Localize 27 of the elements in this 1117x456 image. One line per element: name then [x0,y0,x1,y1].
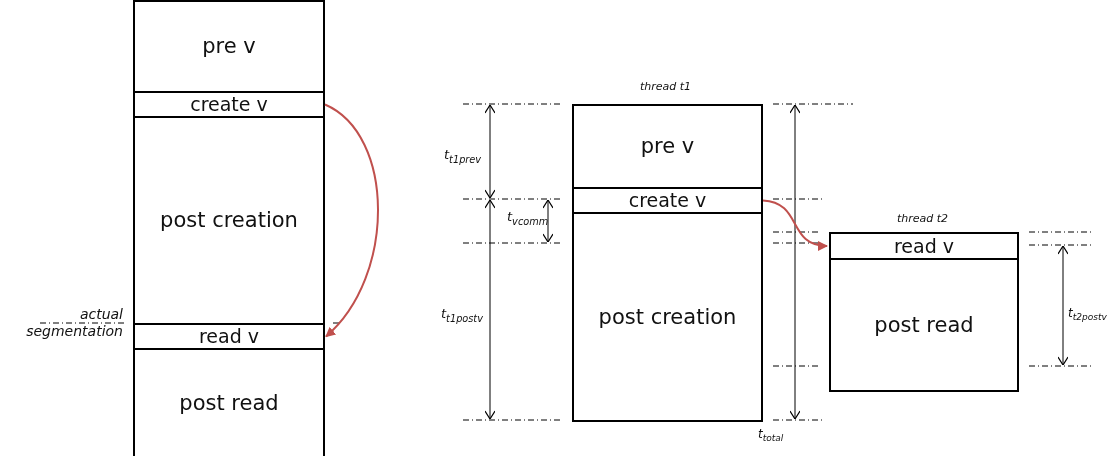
segment-label: post creation [598,306,737,328]
segment-band [572,187,763,214]
segment-label: post read [874,314,974,336]
segment-box [133,0,325,93]
segment-box [829,258,1019,392]
segment-box [133,116,325,325]
segment-label: pre v [640,136,695,157]
annotation-label: thread t1 [640,80,692,94]
annotation-label: actual segmentation [25,306,123,340]
annotation-label: t$_{vcomm}$ [507,209,549,228]
segment-label: post creation [160,210,298,231]
segment-box [133,348,325,456]
segment-label: pre v [202,36,256,57]
segment-label: post read [179,392,279,414]
annotation-label: t$_{total}$ [758,427,784,445]
segment-label: read v [198,327,260,346]
curved-arrow [762,199,828,251]
segment-label: create v [628,191,707,210]
segment-box [572,104,763,189]
segment-box [572,212,763,422]
annotation-label: thread t2 [897,212,949,226]
curved-arrow [324,103,379,338]
segment-label: read v [893,236,955,256]
segment-band [133,323,325,350]
segment-label: create v [190,95,268,114]
segment-band [133,91,325,118]
segment-band [829,232,1019,260]
